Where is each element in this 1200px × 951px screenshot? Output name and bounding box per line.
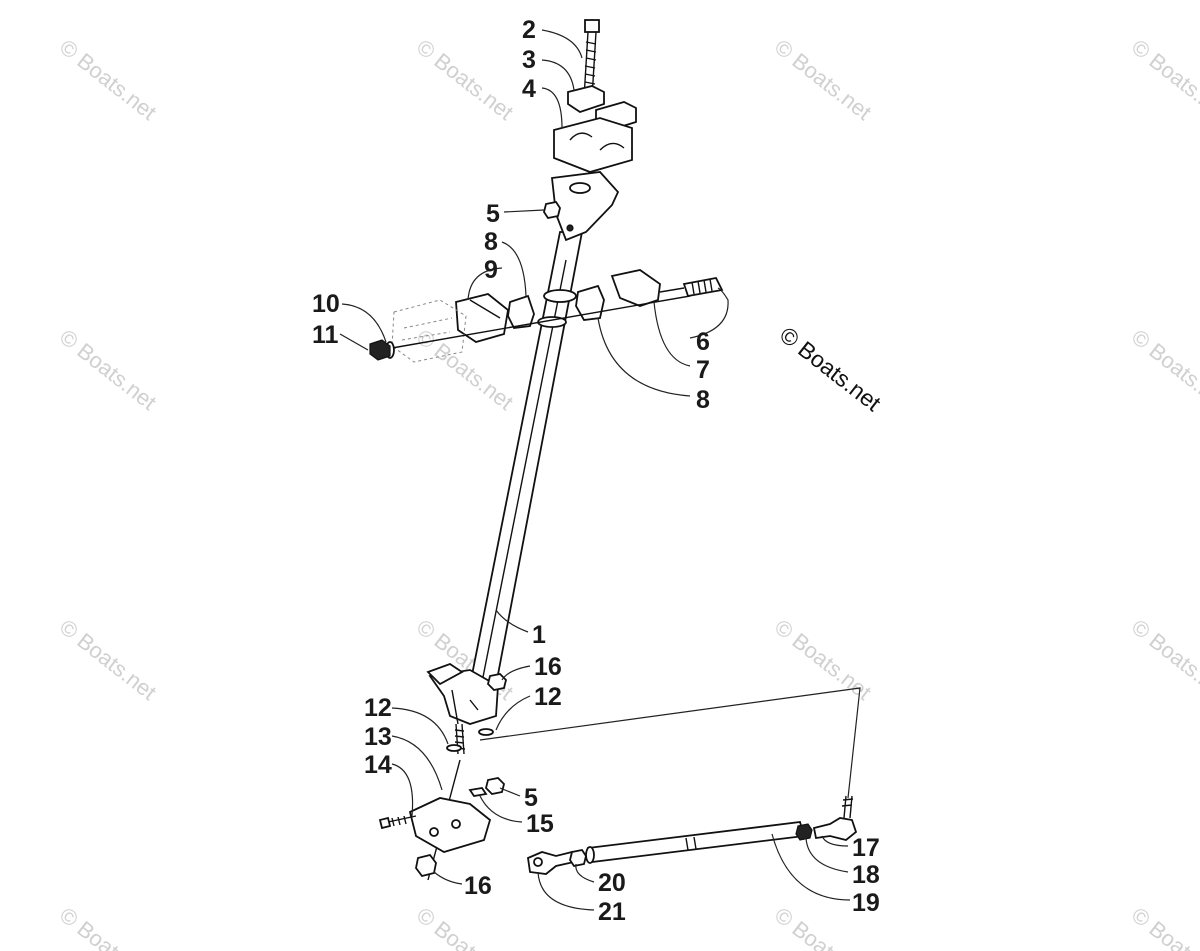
callout-number: 5 bbox=[486, 200, 500, 228]
callout-number: 8 bbox=[484, 228, 498, 256]
callout-number: 14 bbox=[364, 751, 392, 779]
callout-numbers: 1 2 3 4 5 5 6 7 8 8 9 10 11 12 12 13 14 … bbox=[312, 16, 880, 926]
watermark: © Boats.net bbox=[55, 614, 161, 705]
watermark-prominent: © Boats.net bbox=[775, 321, 886, 416]
ball-joint-17 bbox=[812, 817, 858, 841]
watermark: © Boats.net bbox=[55, 34, 161, 125]
callout-number: 12 bbox=[364, 694, 392, 722]
callout-number: 16 bbox=[464, 872, 492, 900]
handlebar-cap-left bbox=[567, 85, 605, 113]
mount-phantom bbox=[391, 299, 467, 363]
bolt-2 bbox=[584, 19, 600, 33]
bushing-8-right bbox=[575, 284, 605, 321]
watermark: © Boats.net bbox=[770, 34, 876, 125]
watermark: © Boats.net bbox=[1127, 324, 1200, 415]
upper-post-bracket bbox=[551, 171, 620, 242]
nut-16-upper bbox=[487, 673, 507, 691]
callout-number: 8 bbox=[696, 386, 710, 414]
nut-5-upper bbox=[543, 200, 561, 220]
lock-nut-11 bbox=[369, 339, 391, 361]
callout-number: 18 bbox=[852, 861, 880, 889]
watermark: © Boats.net bbox=[1127, 614, 1200, 705]
watermark: © Boats.net bbox=[412, 34, 518, 125]
callout-number: 3 bbox=[522, 46, 536, 74]
callout-number: 17 bbox=[852, 834, 880, 862]
nut-5-lower bbox=[485, 777, 505, 795]
washer-12-right bbox=[478, 728, 494, 736]
callout-number: 21 bbox=[598, 898, 626, 926]
callout-number: 19 bbox=[852, 889, 880, 917]
callout-number: 20 bbox=[598, 869, 626, 897]
steering-assembly bbox=[369, 19, 724, 881]
callout-number: 12 bbox=[534, 683, 562, 711]
watermark: © Boats.net bbox=[55, 324, 161, 415]
stud-13 bbox=[454, 723, 466, 755]
watermark: © Boats.net bbox=[1127, 34, 1200, 125]
pitman-arm-14 bbox=[408, 797, 492, 853]
watermark: © Boats.net bbox=[1127, 902, 1200, 951]
callout-number: 9 bbox=[484, 256, 498, 284]
callout-number: 13 bbox=[364, 723, 392, 751]
bolt-7 bbox=[682, 276, 724, 298]
watermark-layer: © Boats.net © Boats.net © Boats.net © Bo… bbox=[55, 34, 1200, 951]
clamp-6 bbox=[610, 269, 661, 307]
lower-post-bracket bbox=[428, 669, 499, 725]
nut-16-lower bbox=[415, 853, 437, 878]
washer-15 bbox=[468, 787, 488, 797]
bushing-8-left bbox=[507, 294, 535, 329]
jam-nut-20 bbox=[569, 848, 587, 868]
jam-nut-18 bbox=[795, 823, 813, 841]
callout-number: 1 bbox=[532, 621, 546, 649]
watermark: © Boats.net bbox=[55, 902, 161, 951]
callout-number: 4 bbox=[522, 75, 536, 103]
tie-rod-assembly bbox=[479, 687, 861, 875]
callout-number: 6 bbox=[696, 328, 710, 356]
washer-12-left bbox=[446, 744, 462, 752]
callout-number: 10 bbox=[312, 290, 340, 318]
tie-rod-19 bbox=[586, 821, 806, 863]
watermark: © Boats.net bbox=[412, 902, 518, 951]
tube-collar bbox=[543, 289, 577, 303]
handlebar-block bbox=[553, 117, 633, 173]
callout-number: 16 bbox=[534, 653, 562, 681]
callout-number: 2 bbox=[522, 16, 536, 44]
callout-number: 15 bbox=[526, 810, 554, 838]
watermark: © Boats.net bbox=[412, 324, 518, 415]
callout-number: 7 bbox=[696, 356, 710, 384]
callout-number: 5 bbox=[524, 784, 538, 812]
leader-lines bbox=[339, 29, 851, 911]
callout-number: 11 bbox=[312, 321, 339, 349]
